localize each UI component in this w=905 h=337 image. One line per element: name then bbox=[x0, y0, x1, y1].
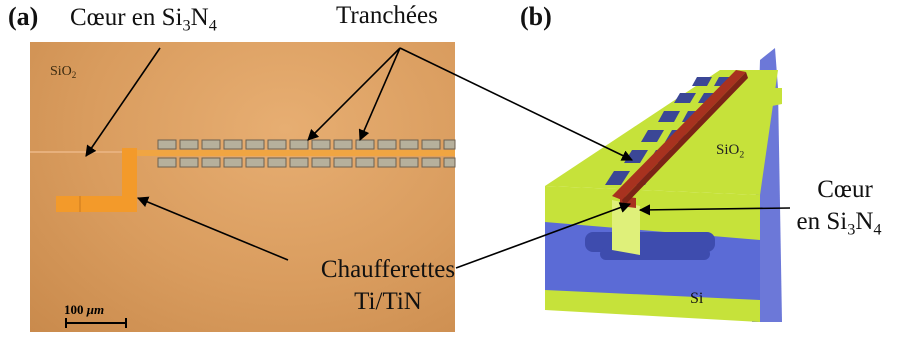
waveguide-core-a bbox=[130, 150, 455, 156]
substrate-label: Si bbox=[690, 290, 704, 307]
trench-label: Tranchées bbox=[336, 2, 438, 29]
oxide-label-a: SiO2 bbox=[50, 64, 77, 81]
scale-bar-label: 100 μm bbox=[64, 302, 105, 317]
schematic-panel-b bbox=[545, 48, 782, 322]
panel-a-tag: (a) bbox=[8, 2, 39, 31]
micrograph-panel-a bbox=[30, 42, 455, 332]
schematic-core bbox=[612, 70, 746, 200]
core-label-b: Cœur en Si3N4 bbox=[796, 176, 882, 239]
core-label-a: Cœur en Si3N4 bbox=[70, 4, 217, 35]
annotation-arrows bbox=[85, 47, 791, 269]
heater-pads bbox=[56, 148, 137, 212]
trench-row-upper bbox=[157, 139, 456, 150]
panel-b-tag: (b) bbox=[520, 2, 552, 31]
oxide-front-layer bbox=[545, 186, 760, 240]
oxide-label-b: SiO2 bbox=[716, 142, 745, 161]
trench-row-lower bbox=[157, 157, 456, 168]
heater-label: Chaufferettes Ti/TiN bbox=[320, 256, 456, 315]
